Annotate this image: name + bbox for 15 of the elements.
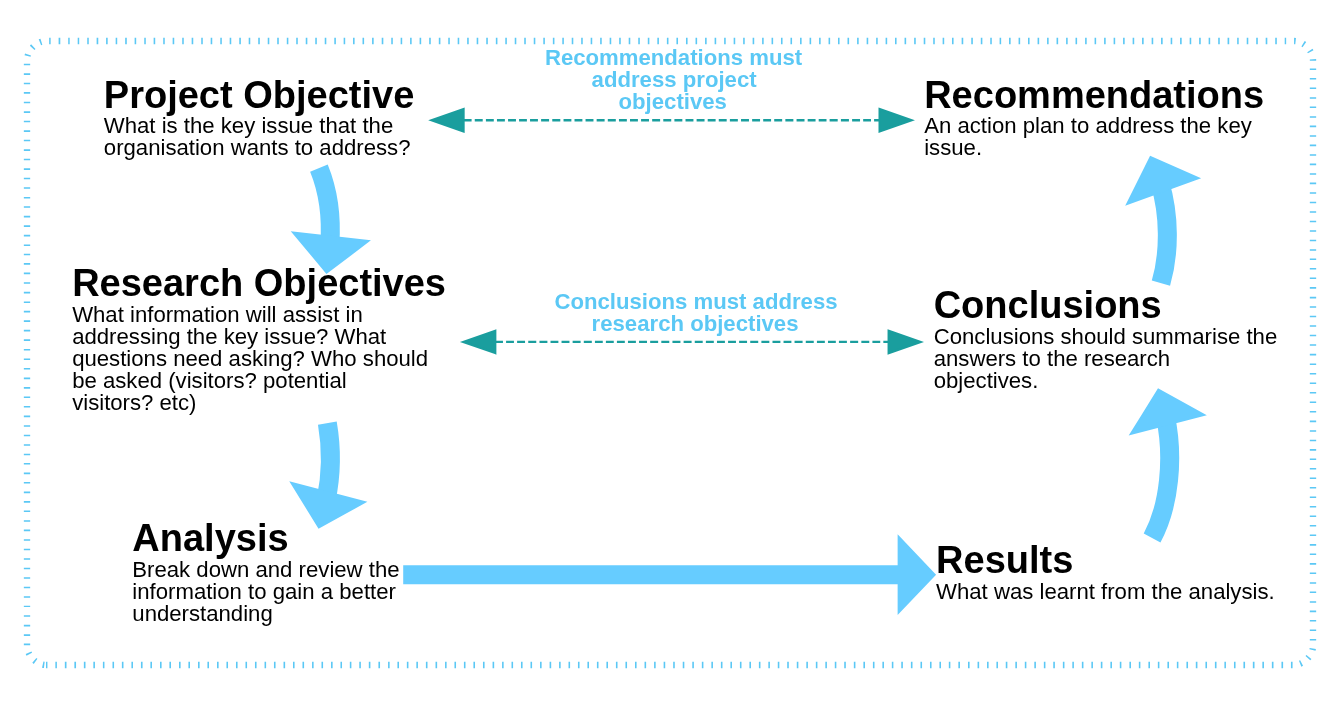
- arrow: [428, 107, 915, 133]
- node-text: Analysis Break down and review the information to gain a better understanding: [132, 517, 400, 626]
- arrow: [1128, 388, 1207, 543]
- cluster: [23, 37, 1317, 669]
- node-text: Research Objectives What information will assist in addressing the key issue? What questions need asking? Who should be asked (visitors? potential visitors? etc): [72, 262, 447, 416]
- arrow: [1125, 155, 1202, 286]
- node-text: Recommendations An action plan to address the key issue.: [924, 73, 1265, 161]
- node-text: Conclusions Conclusions should summarise the answers to the research objectives.: [933, 284, 1278, 394]
- node-text: Results What was learnt from the analysis.: [936, 539, 1275, 604]
- node-text: Project Objective What is the key issue that the organisation wants to address?: [103, 73, 415, 161]
- arrow: [290, 164, 371, 274]
- edge-label: Conclusions must address research objectives: [554, 288, 838, 337]
- edge-label: Recommendations must address project objectives: [544, 45, 803, 115]
- arrow: [459, 329, 924, 355]
- arrow: [403, 534, 937, 616]
